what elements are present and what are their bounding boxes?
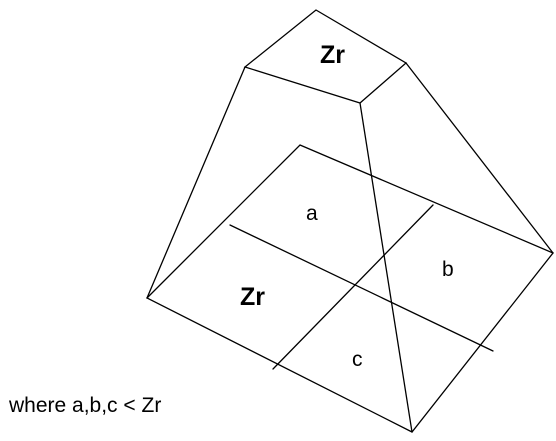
cell-c-label: c bbox=[352, 348, 363, 371]
center-label: Zr bbox=[240, 283, 265, 311]
caption-text: where a,b,c < Zr bbox=[8, 394, 161, 417]
grid-line-1 bbox=[229, 224, 494, 352]
top-label: Zr bbox=[320, 41, 345, 69]
edge-front bbox=[359, 102, 413, 433]
edge-left bbox=[146, 66, 246, 299]
edge-right bbox=[405, 62, 554, 254]
cell-b-label: b bbox=[442, 258, 454, 281]
cell-a-label: a bbox=[306, 202, 318, 225]
base-outline bbox=[145, 144, 555, 433]
grid-line-2 bbox=[272, 204, 434, 370]
